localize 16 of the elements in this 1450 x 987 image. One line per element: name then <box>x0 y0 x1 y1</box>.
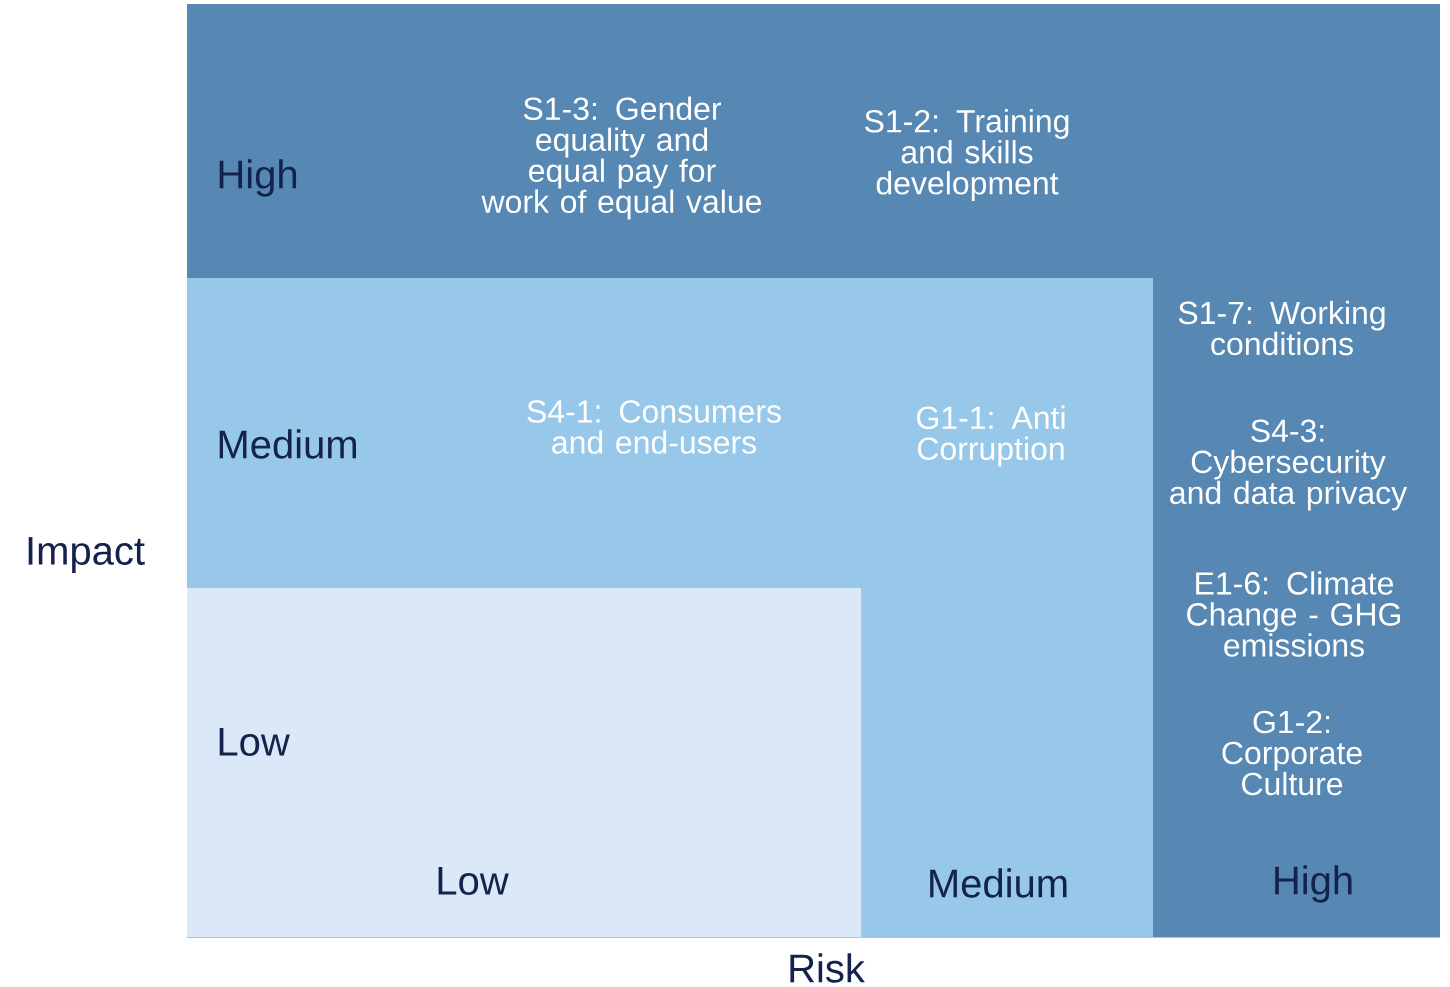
topic-label: S1-2: Training and skills development <box>865 109 1069 201</box>
topic-label: G1-2: Corporate Culture <box>1222 710 1362 796</box>
topic-label: S4-3: Cybersecurity and data privacy <box>1170 419 1408 511</box>
row-label: Medium <box>219 429 356 459</box>
axis-title: Risk <box>790 953 865 983</box>
row-label: High <box>219 159 297 197</box>
topic-label: S4-1: Consumers and end-users <box>527 400 781 454</box>
column-label: High <box>1275 865 1352 903</box>
topic-label: S1-3: Gender equality and equal pay for work of equal value <box>481 96 762 220</box>
topic-label: S1-7: Working conditions <box>1178 300 1385 356</box>
row-label: Low <box>219 728 290 756</box>
topic-label: G1-1: Anti Corruption <box>917 405 1065 467</box>
column-label: Medium <box>930 868 1067 898</box>
column-label: Low <box>438 867 509 895</box>
axis-title: Impact <box>28 537 145 573</box>
topic-label: E1-6: Climate Change - GHG emissions <box>1187 571 1401 657</box>
